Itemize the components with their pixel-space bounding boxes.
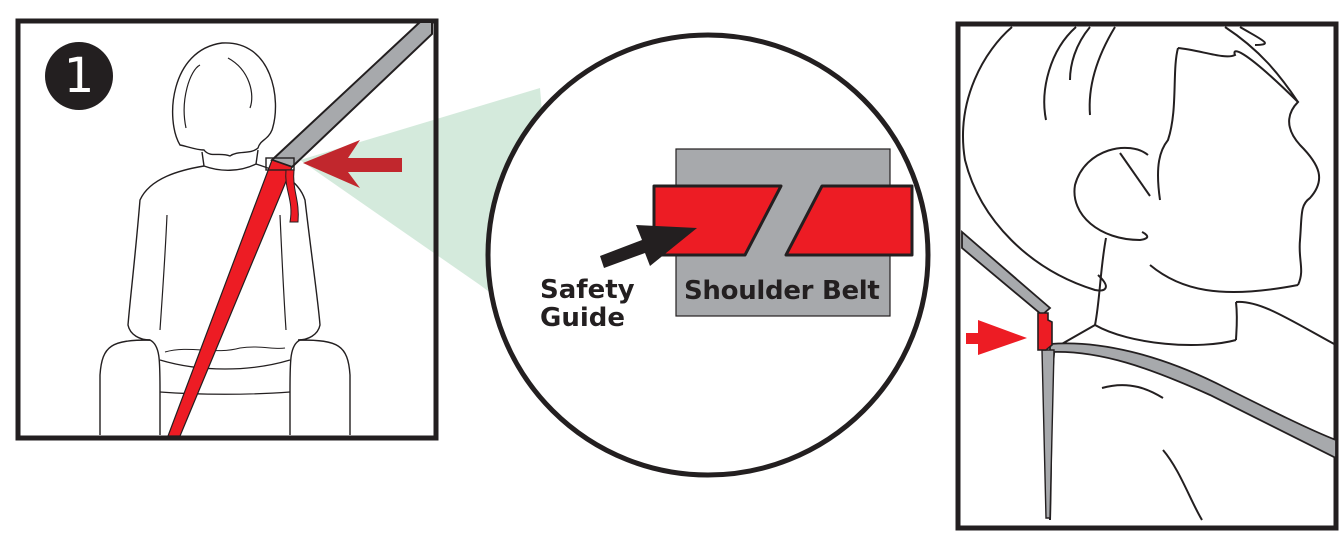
safety-guide-label: Safety Guide [540,276,635,332]
safety-guide-label-line2: Guide [540,303,626,334]
safety-guide-label-line1: Safety [540,275,635,305]
panel-side-view [955,21,1339,531]
safety-guide-side [1037,312,1053,351]
step-number-badge: 1 [45,42,113,110]
zoom-cone [300,88,545,300]
safety-guide-right [784,184,914,257]
pointer-arrow-red [303,140,402,188]
panel-rear-view [15,18,439,441]
shoulder-belt-label: Shoulder Belt [684,276,880,306]
pointer-arrow-side [966,320,1027,355]
panel-zoom-detail [485,32,931,478]
pointer-arrow-black [600,225,697,268]
